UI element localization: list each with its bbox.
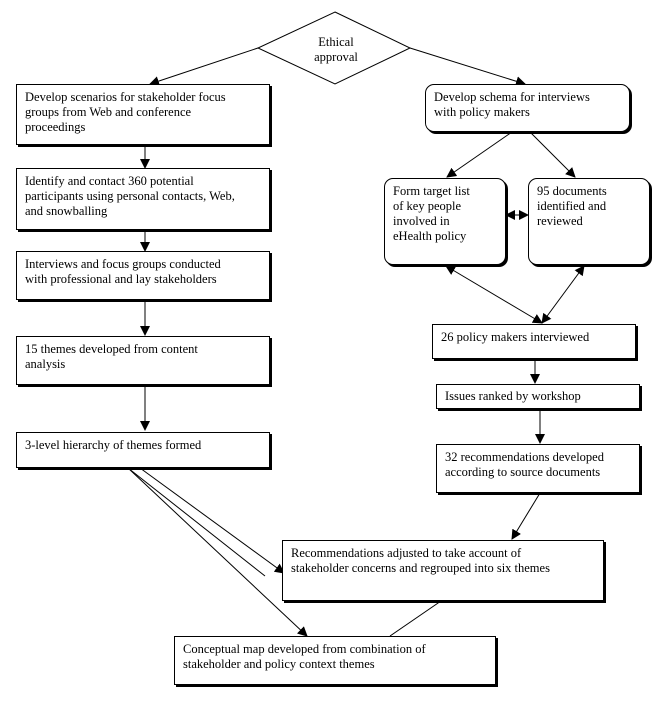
arrow-hierarchy-to-adjusted <box>139 467 285 574</box>
line-hierarchy-to-adjusted-parallel <box>127 467 266 577</box>
ethical-approval-diamond <box>256 11 412 85</box>
box-identify-participants: Identify and contact 360 potential parti… <box>16 168 270 230</box>
arrow-documents-policymakers-bidirectional <box>541 265 585 324</box>
arrow-schema-to-target <box>446 131 513 178</box>
arrow-schema-to-documents <box>529 131 576 178</box>
box-recommendations-developed: 32 recommendations developed according t… <box>436 444 640 493</box>
arrow-diamond-to-schema <box>409 47 526 87</box>
box-themes-developed: 15 themes developed from content analysi… <box>16 336 270 385</box>
box-recommendations-adjusted: Recommendations adjusted to take account… <box>282 540 604 601</box>
arrow-diamond-to-scenarios <box>149 47 259 86</box>
line-adjusted-to-conceptual <box>389 600 442 637</box>
arrow-target-policymakers-bidirectional <box>445 265 543 324</box>
arrow-recommendations32-to-adjusted <box>511 492 541 540</box>
arrow-hierarchy-to-conceptual <box>127 467 308 637</box>
box-target-list: Form target list of key people involved … <box>384 178 506 265</box>
box-hierarchy-formed: 3-level hierarchy of themes formed <box>16 432 270 468</box>
ethical-approval-label: Ethical approval <box>314 35 358 64</box>
box-conceptual-map: Conceptual map developed from combinatio… <box>174 636 496 685</box>
box-develop-scenarios: Develop scenarios for stakeholder focus … <box>16 84 270 145</box>
box-interviews-focus-groups: Interviews and focus groups conducted wi… <box>16 251 270 300</box>
box-schema-interviews: Develop schema for interviews with polic… <box>425 84 630 132</box>
box-documents-reviewed: 95 documents identified and reviewed <box>528 178 650 265</box>
box-issues-ranked: Issues ranked by workshop <box>436 384 640 409</box>
box-policy-makers-interviewed: 26 policy makers interviewed <box>432 324 636 359</box>
